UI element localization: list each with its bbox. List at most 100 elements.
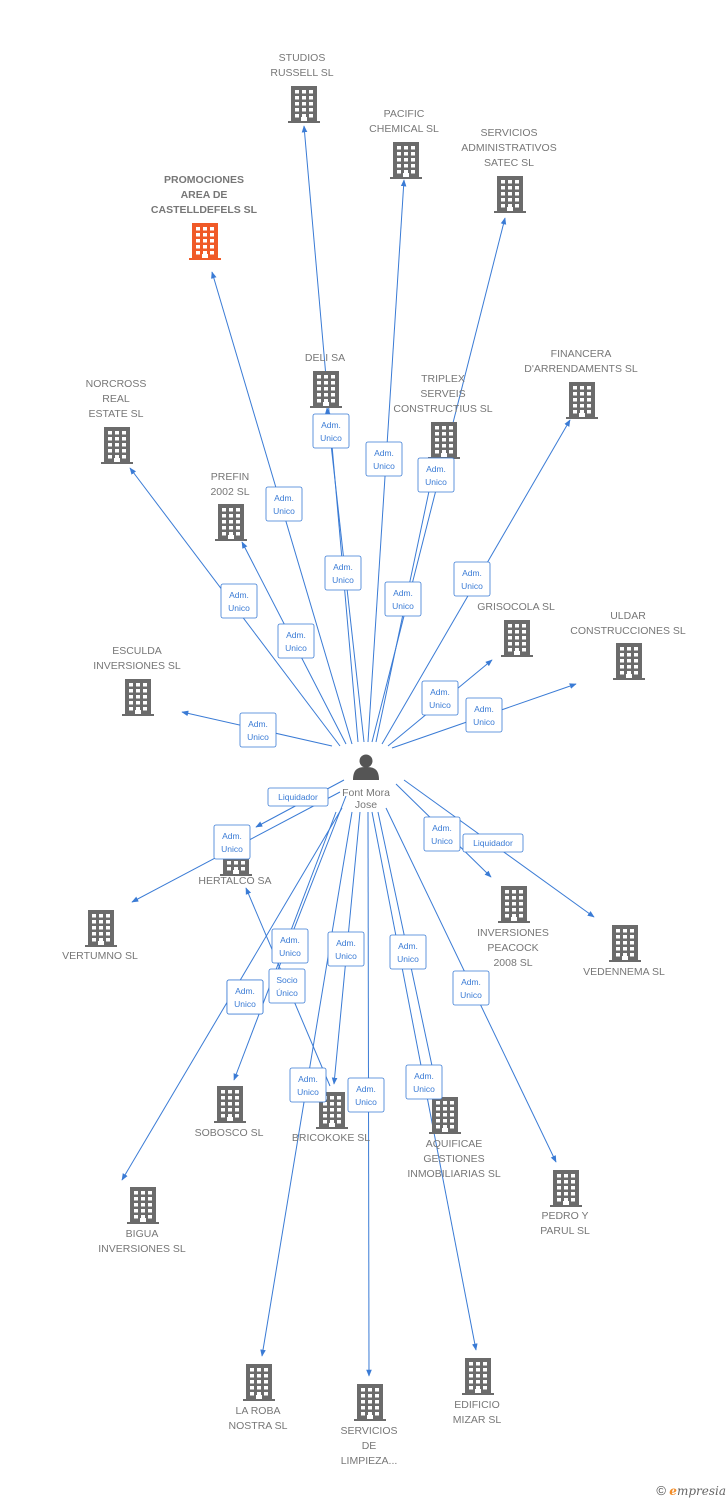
relation-label-text: Adm. bbox=[286, 630, 306, 640]
relation-label-prefin[interactable]: Adm.Unico bbox=[277, 623, 315, 659]
relation-label-text: Adm. bbox=[235, 986, 255, 996]
relation-label-norcross[interactable]: Adm.Unico bbox=[220, 583, 258, 619]
building-icon[interactable] bbox=[122, 679, 154, 716]
relation-label-pedro[interactable]: Adm.Unico bbox=[452, 970, 490, 1006]
relation-label-deli[interactable]: Adm.Unico bbox=[312, 413, 350, 449]
relation-label-servicios_limp[interactable]: Adm.Unico bbox=[347, 1077, 385, 1113]
company-name: TRIPLEX bbox=[421, 373, 465, 385]
company-node-bricokoke[interactable]: BRICOKOKE SL bbox=[292, 1092, 370, 1144]
building-icon[interactable] bbox=[429, 1097, 461, 1134]
company-name: STUDIOS bbox=[279, 52, 326, 64]
relation-label-vertumno[interactable]: Adm.Unico bbox=[213, 824, 251, 860]
company-name: ESCULDA bbox=[112, 645, 162, 657]
building-icon[interactable] bbox=[354, 1384, 386, 1421]
company-name: DELI SA bbox=[305, 352, 345, 364]
company-name: LA ROBA bbox=[236, 1405, 281, 1417]
company-name: CHEMICAL SL bbox=[369, 123, 439, 135]
company-node-deli[interactable]: DELI SA bbox=[305, 352, 345, 408]
company-name: EDIFICIO bbox=[454, 1399, 500, 1411]
company-node-edificio[interactable]: EDIFICIO MIZAR SL bbox=[453, 1358, 502, 1426]
building-icon[interactable] bbox=[566, 382, 598, 419]
relation-label-text: Liquidador bbox=[473, 838, 513, 848]
relation-label-text: Adm. bbox=[248, 719, 268, 729]
company-node-servicios_limp[interactable]: SERVICIOSDELIMPIEZA... bbox=[341, 1384, 398, 1467]
relation-label-aquificae[interactable]: Adm.Unico bbox=[389, 934, 427, 970]
relation-label-esculda[interactable]: Adm.Unico bbox=[239, 712, 277, 748]
building-icon[interactable] bbox=[390, 142, 422, 179]
relation-label-peacock[interactable]: Adm.Unico bbox=[423, 816, 461, 852]
relation-label-financera[interactable]: Adm.Unico bbox=[453, 561, 491, 597]
building-icon[interactable] bbox=[243, 1364, 275, 1401]
copyright-symbol: © bbox=[656, 1483, 666, 1498]
relation-label-text: Unico bbox=[461, 581, 483, 591]
building-icon[interactable] bbox=[214, 1086, 246, 1123]
company-node-vedennema[interactable]: VEDENNEMA SL bbox=[583, 925, 665, 978]
relation-label-text: Adm. bbox=[280, 935, 300, 945]
relation-label-text: Unico bbox=[273, 506, 295, 516]
building-icon[interactable] bbox=[189, 223, 221, 260]
company-node-vertumno[interactable]: VERTUMNO SL bbox=[62, 910, 138, 962]
company-node-sobosco[interactable]: SOBOSCO SL bbox=[195, 1086, 264, 1139]
company-name: GRISOCOLA SL bbox=[477, 601, 555, 613]
building-icon[interactable] bbox=[462, 1358, 494, 1395]
building-icon[interactable] bbox=[613, 643, 645, 680]
relation-label-text: Unico bbox=[425, 477, 447, 487]
relation-label-vertumno[interactable]: Liquidador bbox=[267, 787, 329, 807]
building-icon[interactable] bbox=[498, 886, 530, 923]
company-name: MIZAR SL bbox=[453, 1414, 502, 1426]
building-icon[interactable] bbox=[101, 427, 133, 464]
building-icon[interactable] bbox=[550, 1170, 582, 1207]
building-icon[interactable] bbox=[609, 925, 641, 962]
building-icon[interactable] bbox=[127, 1187, 159, 1224]
brand-initial: e bbox=[669, 1484, 677, 1498]
relation-label-text: Adm. bbox=[426, 464, 446, 474]
company-name: SERVEIS bbox=[420, 388, 465, 400]
relation-label-edificio[interactable]: Adm.Unico bbox=[405, 1064, 443, 1100]
relation-label-studios[interactable]: Adm.Unico bbox=[324, 555, 362, 591]
company-name: CONSTRUCCIONES SL bbox=[570, 625, 686, 637]
relation-label-promociones[interactable]: Adm.Unico bbox=[265, 486, 303, 522]
relation-label-vedennema[interactable]: Liquidador bbox=[462, 833, 524, 853]
building-icon[interactable] bbox=[428, 422, 460, 459]
relation-label-laroba[interactable]: Adm.Unico bbox=[289, 1067, 327, 1103]
building-icon[interactable] bbox=[215, 504, 247, 541]
person-icon[interactable] bbox=[353, 754, 379, 781]
building-icon[interactable] bbox=[501, 620, 533, 657]
relation-label-text: Adm. bbox=[414, 1071, 434, 1081]
relation-label-triplex[interactable]: Adm.Unico bbox=[384, 581, 422, 617]
company-node-grisocola[interactable]: GRISOCOLA SL bbox=[477, 601, 555, 657]
relation-label-satec[interactable]: Adm. Unico bbox=[417, 457, 455, 493]
building-icon[interactable] bbox=[494, 176, 526, 213]
relation-label-pacific[interactable]: Adm.Unico bbox=[365, 441, 403, 477]
relation-label-uldar[interactable]: Adm.Unico bbox=[465, 697, 503, 733]
relation-label-bigua[interactable]: Adm.Unico bbox=[226, 979, 264, 1015]
relation-label-hertalco[interactable]: Adm.Unico bbox=[271, 928, 309, 964]
building-icon[interactable] bbox=[288, 86, 320, 123]
company-name: PARUL SL bbox=[540, 1225, 590, 1237]
building-icon[interactable] bbox=[85, 910, 117, 947]
relation-label-bricokoke[interactable]: Adm.Unico bbox=[327, 931, 365, 967]
relation-label-grisocola[interactable]: Adm.Unico bbox=[421, 680, 459, 716]
company-name: INMOBILIARIAS SL bbox=[407, 1168, 501, 1180]
footer-brand[interactable]: © empresia bbox=[656, 1483, 726, 1498]
building-icon[interactable] bbox=[310, 371, 342, 408]
company-name: GESTIONES bbox=[423, 1153, 484, 1165]
building-icon[interactable] bbox=[316, 1092, 348, 1129]
relation-label-text: Socio bbox=[276, 975, 298, 985]
